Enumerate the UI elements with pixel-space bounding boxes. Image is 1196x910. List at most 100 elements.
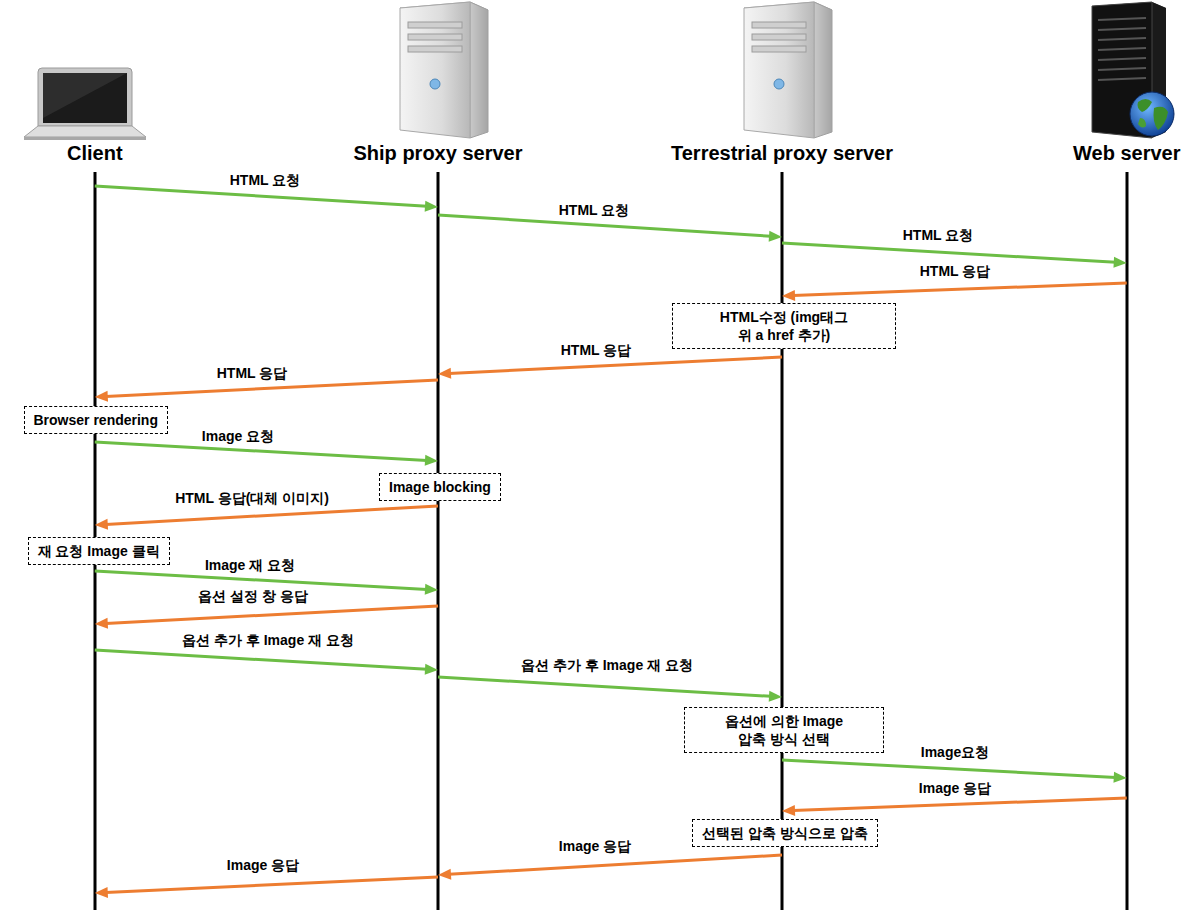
message-arrow xyxy=(782,760,1127,783)
message-label: HTML 응답 xyxy=(559,342,634,359)
arrow-line xyxy=(793,798,1127,811)
lifelines xyxy=(95,172,1127,910)
arrow-line xyxy=(449,357,782,373)
message-label: HTML 응답(대체 이미지) xyxy=(173,490,331,507)
server-front xyxy=(744,2,814,138)
arrow-line xyxy=(106,506,438,524)
message-arrow xyxy=(95,506,438,530)
server-slot xyxy=(1098,18,1146,20)
message-arrow xyxy=(95,380,438,402)
arrow-line xyxy=(793,283,1127,296)
message-label: Image 요청 xyxy=(200,428,276,445)
arrow-line xyxy=(95,650,427,669)
message-label: 옵션 설정 창 응답 xyxy=(196,588,310,605)
message-arrow xyxy=(95,442,438,466)
laptop-edge xyxy=(24,137,146,140)
arrow-line xyxy=(438,215,771,236)
globe-land xyxy=(1154,107,1169,130)
note-box: 선택된 압축 방식으로 압축 xyxy=(692,819,878,847)
server-side xyxy=(470,2,488,138)
note-text: 재 요청 Image 클릭 xyxy=(38,542,160,560)
arrow-line xyxy=(106,877,438,892)
server-side xyxy=(814,2,832,138)
message-label: HTML 요청 xyxy=(901,227,976,244)
arrow-line xyxy=(95,442,427,460)
message-label: Image 재 요청 xyxy=(203,557,297,574)
server-bay xyxy=(408,46,462,52)
laptop-base xyxy=(24,126,146,137)
lifeline xyxy=(781,172,784,910)
arrow-head xyxy=(769,691,782,702)
server-front xyxy=(400,2,470,138)
message-label: 옵션 추가 후 Image 재 요청 xyxy=(180,632,356,649)
note-box: HTML수정 (img태그 위 a href 추가) xyxy=(672,303,896,349)
server-slot xyxy=(1098,38,1146,40)
message-label: HTML 응답 xyxy=(918,263,993,280)
message-arrow xyxy=(782,283,1127,301)
message-label: Image 응답 xyxy=(225,857,301,874)
arrow-head xyxy=(95,887,108,898)
arrow-head xyxy=(425,201,438,212)
server-bay xyxy=(752,46,806,52)
message-arrow xyxy=(438,855,782,880)
message-arrow xyxy=(438,677,782,702)
message-label: HTML 요청 xyxy=(228,172,303,189)
server-bay xyxy=(408,22,462,28)
message-label: HTML 요청 xyxy=(557,202,632,219)
note-text: 선택된 압축 방식으로 압축 xyxy=(702,824,868,842)
arrow-head xyxy=(1113,772,1126,783)
note-text: Image blocking xyxy=(389,478,491,496)
server-bay xyxy=(408,34,462,40)
message-arrow xyxy=(95,606,438,629)
message-arrow xyxy=(438,357,782,379)
laptop-glare xyxy=(43,73,127,118)
globe xyxy=(1130,92,1174,136)
server-slot xyxy=(1098,78,1146,80)
server-bay xyxy=(752,22,806,28)
server-icon xyxy=(400,2,488,138)
arrow-head xyxy=(1113,257,1126,268)
message-label: Image 응답 xyxy=(557,838,633,855)
participant-label: Terrestrial proxy server xyxy=(671,141,893,165)
arrow-line xyxy=(106,380,438,396)
server-icon xyxy=(744,2,832,138)
note-text: Browser rendering xyxy=(34,411,158,429)
message-label: Image 응답 xyxy=(917,780,993,797)
arrow-line xyxy=(95,571,427,589)
arrow-head xyxy=(95,391,108,402)
server-slot xyxy=(1098,68,1146,70)
lifeline xyxy=(437,172,440,910)
arrow-head xyxy=(95,519,108,530)
server-light xyxy=(430,79,440,89)
arrow-head xyxy=(769,231,782,242)
message-arrow xyxy=(782,798,1127,816)
server-slot xyxy=(1098,28,1146,30)
participant-name: Ship proxy server xyxy=(354,141,523,165)
web-server-icon xyxy=(1092,2,1174,138)
arrow-head xyxy=(438,368,451,379)
arrow-head xyxy=(425,584,438,595)
note-box: Browser rendering xyxy=(24,406,168,434)
note-text: HTML수정 (img태그 위 a href 추가) xyxy=(682,308,886,344)
server-light xyxy=(774,79,784,89)
server-slot xyxy=(1098,58,1146,60)
participant-label: Web server xyxy=(1073,141,1180,165)
laptop-icon xyxy=(24,68,146,140)
arrow-line xyxy=(782,243,1116,262)
arrow-line xyxy=(438,677,771,696)
message-arrow xyxy=(95,186,438,212)
server-slot xyxy=(1098,48,1146,50)
globe-land xyxy=(1138,99,1153,112)
participant-name: Client xyxy=(67,141,123,165)
arrow-head xyxy=(782,290,795,301)
message-label: 옵션 추가 후 Image 재 요청 xyxy=(519,657,695,674)
arrow-line xyxy=(95,186,427,206)
arrow-line xyxy=(106,606,438,623)
arrow-line xyxy=(449,855,782,874)
message-label: HTML 응답 xyxy=(215,365,290,382)
server-bay xyxy=(752,34,806,40)
globe-land xyxy=(1138,118,1146,128)
laptop-screen xyxy=(43,73,127,123)
